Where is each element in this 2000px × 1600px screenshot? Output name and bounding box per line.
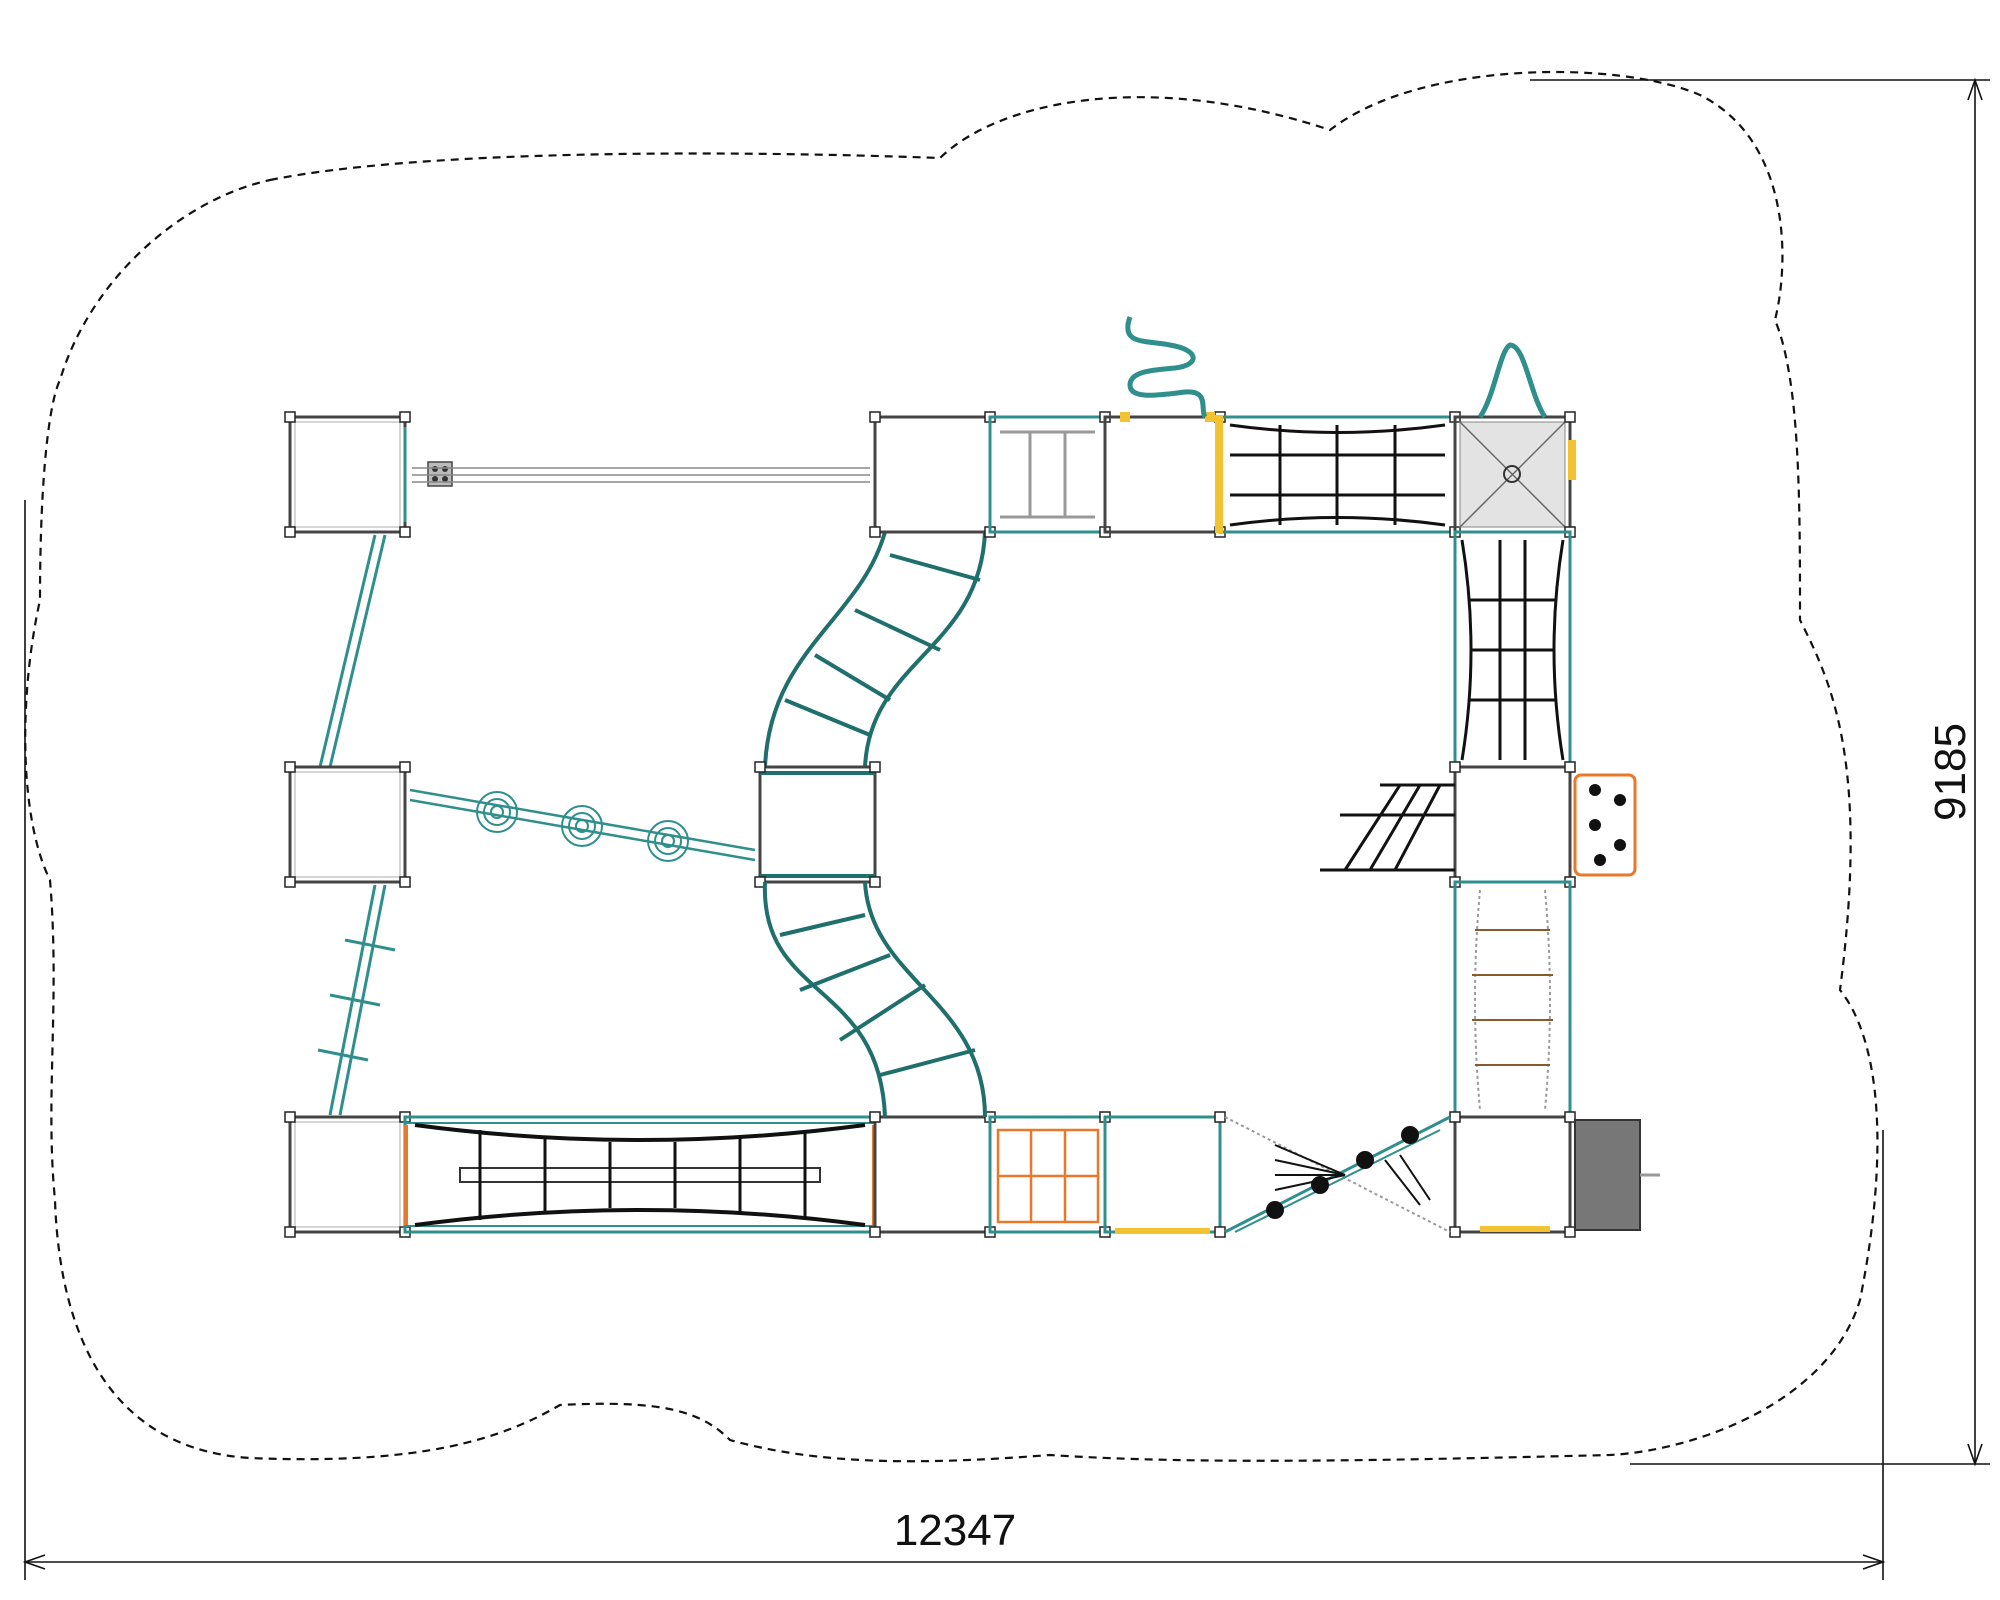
tower-mid-left: [284, 761, 411, 888]
height-dimension: [1530, 77, 1990, 1467]
net-bridge-right-vertical: [1453, 530, 1572, 769]
side-net-ladder: [1320, 783, 1455, 872]
squiggle-slide: [1125, 316, 1208, 419]
tower-top-with-slide: [1103, 411, 1226, 538]
width-label: 12347: [894, 1506, 1016, 1555]
tower-top-right-roof: [1453, 342, 1576, 538]
tower-bottom-right: [1449, 1111, 1576, 1238]
cable-walk-top: [412, 461, 870, 487]
slide-exit-grey: [1574, 1119, 1660, 1231]
width-dimension: [22, 500, 1886, 1580]
tower-bottom-left: [284, 1111, 411, 1238]
tower-bottom-small: [1103, 1111, 1226, 1238]
tower-top-left: [284, 411, 411, 538]
net-bridge-bottom: [403, 1115, 877, 1234]
tower-right-mid: [1449, 761, 1576, 888]
curved-ladder-upper: [763, 531, 987, 768]
height-label: 9185: [1926, 723, 1975, 821]
orange-grid-bridge: [988, 1111, 1111, 1238]
tower-top-center: [869, 411, 996, 538]
tower-bottom-mid: [869, 1111, 996, 1238]
safety-zone-boundary: [24, 70, 1879, 1463]
balance-beam-diagonal: [318, 534, 387, 768]
curved-ladder-lower: [762, 881, 987, 1118]
stepping-discs-bridge: [409, 788, 756, 862]
grey-rung-bridge: [988, 411, 1111, 538]
tower-center: [754, 761, 881, 888]
net-bridge-top: [1215, 411, 1461, 538]
rope-ladder-right: [1453, 880, 1572, 1119]
twisted-disk-bridge: [1224, 1115, 1451, 1234]
climbing-panel-orange: [1573, 773, 1637, 877]
ladder-beam-diagonal: [317, 884, 396, 1116]
